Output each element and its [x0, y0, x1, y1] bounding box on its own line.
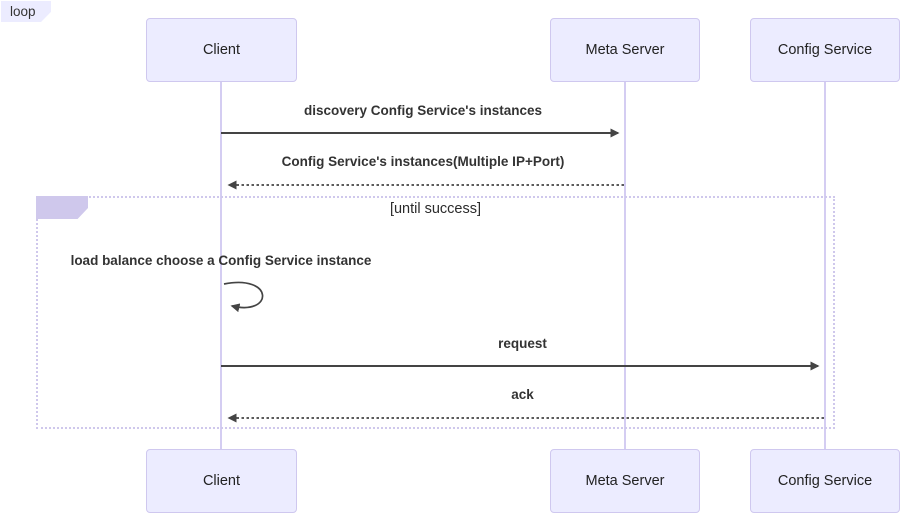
lifeline-config-service	[824, 82, 826, 449]
actor-label-config-service-top: Config Service	[777, 42, 873, 58]
actor-box-meta-server-bottom: Meta Server	[550, 449, 700, 513]
lifeline-meta-server	[624, 82, 626, 449]
actor-label-config-service-bottom: Config Service	[777, 473, 873, 489]
actor-label-meta-server-top: Meta Server	[585, 42, 665, 58]
loop-frame	[36, 196, 835, 429]
actor-box-meta-server-top: Meta Server	[550, 18, 700, 82]
actor-box-client-bottom: Client	[146, 449, 297, 513]
actor-box-client-top: Client	[146, 18, 297, 82]
loop-label-tab	[36, 196, 88, 219]
message-label-load-balance: load balance choose a Config Service ins…	[70, 253, 372, 268]
lifeline-client	[220, 82, 222, 449]
message-label-ack: ack	[511, 387, 534, 402]
message-label-instances: Config Service's instances(Multiple IP+P…	[281, 154, 565, 169]
actor-box-config-service-top: Config Service	[750, 18, 900, 82]
loop-label: loop	[1, 1, 51, 22]
message-label-discovery: discovery Config Service's instances	[303, 103, 543, 118]
actor-label-client-bottom: Client	[202, 473, 241, 489]
actor-label-client-top: Client	[202, 42, 241, 58]
message-label-request: request	[498, 336, 547, 351]
loop-label-text: loop	[10, 4, 36, 19]
actor-label-meta-server-bottom: Meta Server	[585, 473, 665, 489]
loop-condition: [until success]	[389, 201, 482, 217]
actor-box-config-service-bottom: Config Service	[750, 449, 900, 513]
